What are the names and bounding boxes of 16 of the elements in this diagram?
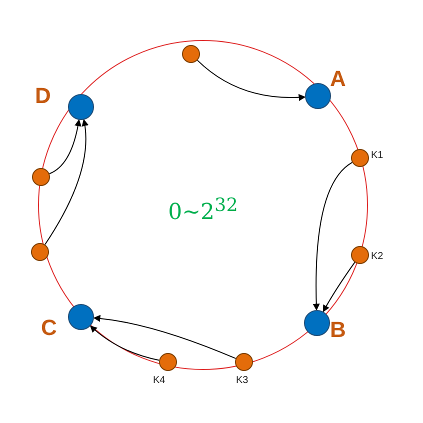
arrow bbox=[312, 162, 353, 311]
range-label: 0~2$^{32}$ bbox=[168, 194, 238, 226]
key-label: K3 bbox=[236, 376, 248, 386]
arrow bbox=[93, 315, 236, 359]
arrow bbox=[322, 262, 356, 312]
server-label: B bbox=[330, 319, 346, 341]
arrow bbox=[48, 119, 82, 174]
arrow bbox=[90, 325, 160, 361]
arrow bbox=[196, 60, 306, 101]
server-label: C bbox=[41, 317, 57, 339]
server-label: D bbox=[35, 85, 51, 107]
key-label: K1 bbox=[371, 151, 384, 161]
arrow bbox=[44, 119, 88, 246]
key-label: K2 bbox=[371, 252, 384, 262]
key-label: K4 bbox=[153, 376, 166, 386]
server-label: A bbox=[330, 68, 346, 90]
